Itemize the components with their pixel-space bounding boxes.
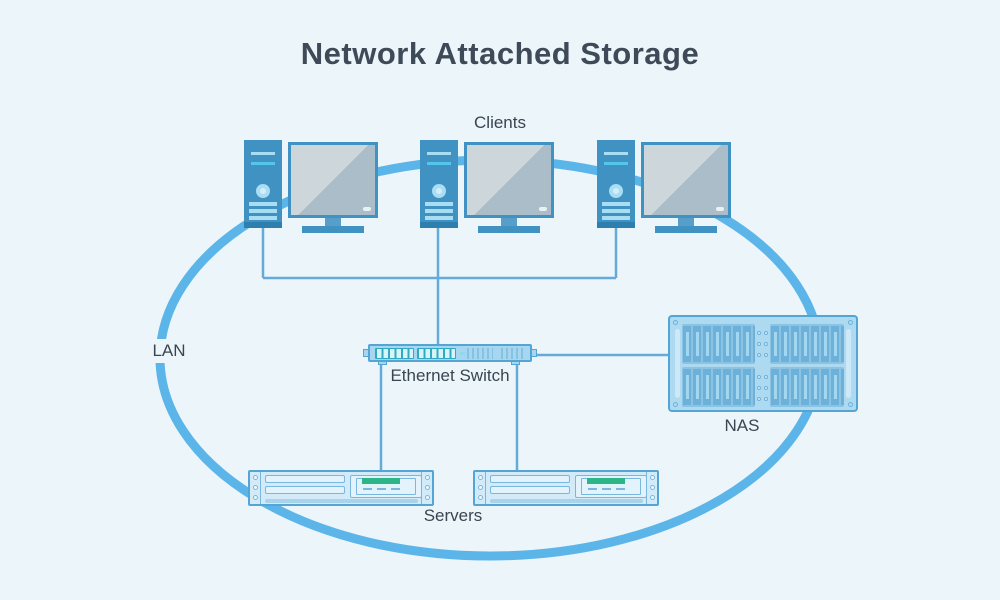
monitor-screen (644, 145, 728, 215)
monitor-icon (464, 142, 554, 218)
clients-label: Clients (474, 113, 526, 132)
nas-drive-bay (682, 324, 755, 364)
power-button-icon (432, 184, 446, 198)
diagram-title: Network Attached Storage (300, 36, 700, 71)
monitor-screen (467, 145, 551, 215)
server-drive-bay (490, 486, 570, 494)
server-front-module (575, 475, 647, 498)
power-button-icon (609, 184, 623, 198)
nas-drive-bay (770, 367, 844, 407)
switch-vents (467, 348, 493, 359)
lan-label: LAN (146, 339, 192, 363)
switch-ports (375, 348, 414, 359)
server-drive-bay (265, 486, 345, 494)
ethernet-switch-icon (363, 344, 537, 365)
rack-rail (250, 472, 261, 504)
connector-lines (261, 226, 668, 471)
client-workstation-3 (597, 138, 733, 238)
rack-server-1 (248, 470, 434, 506)
screw-icon (673, 320, 678, 325)
switch-ports (417, 348, 456, 359)
rack-rail (646, 472, 657, 504)
rack-rail (475, 472, 486, 504)
rack-rail (421, 472, 432, 504)
nas-storage-icon (668, 315, 858, 412)
monitor-screen (291, 145, 375, 215)
server-front-module (350, 475, 422, 498)
desktop-tower-icon (244, 140, 282, 228)
ethernet-switch-label: Ethernet Switch (390, 366, 510, 385)
nas-status-leds (756, 375, 769, 401)
power-button-icon (256, 184, 270, 198)
switch-vents (501, 348, 523, 359)
servers-label: Servers (423, 506, 483, 525)
rack-server-2 (473, 470, 659, 506)
desktop-tower-icon (420, 140, 458, 228)
screw-icon (848, 402, 853, 407)
nas-label: NAS (724, 416, 760, 435)
server-vent-strip (265, 499, 418, 503)
screw-icon (673, 402, 678, 407)
server-vent-strip (490, 499, 643, 503)
desktop-tower-icon (597, 140, 635, 228)
client-workstation-2 (420, 138, 556, 238)
server-status-led (587, 478, 625, 484)
server-drive-bay (265, 475, 345, 483)
client-workstation-1 (244, 138, 380, 238)
nas-drive-bay (682, 367, 755, 407)
server-drive-bay (490, 475, 570, 483)
monitor-icon (288, 142, 378, 218)
nas-status-leds (756, 331, 769, 357)
server-status-led (362, 478, 400, 484)
nas-drive-bay (770, 324, 844, 364)
screw-icon (848, 320, 853, 325)
monitor-icon (641, 142, 731, 218)
